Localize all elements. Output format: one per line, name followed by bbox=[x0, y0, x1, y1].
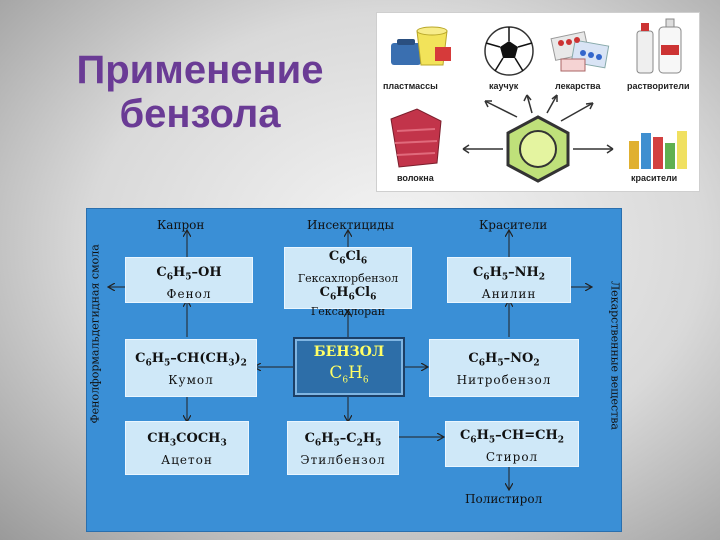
cumene-name: Кумол bbox=[168, 372, 214, 387]
box-acetone: CH3COCH3 Ацетон bbox=[125, 421, 249, 475]
applications-illustration bbox=[390, 18, 687, 183]
ethylbenzene-name: Этилбензол bbox=[300, 452, 386, 467]
title-line-2: бензола bbox=[119, 92, 281, 136]
styrene-formula: C6H5–CH=CH2 bbox=[459, 428, 565, 446]
label-insecticides: Инсектициды bbox=[307, 218, 395, 232]
nitrobenzene-name: Нитробензол bbox=[456, 372, 552, 387]
medicines-picture bbox=[550, 31, 610, 72]
phenol-name: Фенол bbox=[166, 286, 212, 301]
box-nitrobenzene: C6H5–NO2 Нитробензол bbox=[429, 339, 579, 397]
box-ethylbenzene: C6H5–C2H5 Этилбензол bbox=[287, 421, 399, 475]
box-aniline: C6H5–NH2 Анилин bbox=[447, 257, 571, 303]
plastics-picture bbox=[391, 26, 451, 66]
fibers-picture bbox=[390, 108, 442, 168]
title-line-1: Применение bbox=[76, 48, 324, 92]
box-hexachlor: C6Cl6 Гексахлорбензол C6H6Cl6 Гексахлора… bbox=[284, 247, 412, 318]
applications-panel: пластмассы каучук лекарства растворители… bbox=[376, 12, 700, 192]
hexachlorane-name: Гексахлоран bbox=[310, 305, 386, 319]
dyes-picture bbox=[629, 131, 687, 169]
label-plastics: пластмассы bbox=[383, 81, 438, 91]
label-medicinal-substances: Лекарственные вещества bbox=[608, 281, 622, 430]
ethylbenzene-formula: C6H5–C2H5 bbox=[304, 431, 382, 449]
styrene-name: Стирол bbox=[485, 449, 539, 464]
aniline-formula: C6H5–NH2 bbox=[472, 265, 546, 283]
acetone-name: Ацетон bbox=[161, 452, 213, 467]
label-fibers: волокна bbox=[397, 173, 434, 183]
application-arrows bbox=[462, 94, 614, 154]
scheme-connectors bbox=[87, 209, 621, 531]
label-solvents: растворители bbox=[627, 81, 690, 91]
box-cumene: C6H5–CH(CH3)2 Кумол bbox=[125, 339, 257, 397]
label-phenol-formaldehyde-resin: Фенолформальдегидная смола bbox=[88, 244, 102, 424]
label-dyes-scheme: Красители bbox=[479, 218, 548, 232]
benzene-ring-picture bbox=[506, 115, 570, 183]
label-rubber: каучук bbox=[489, 81, 519, 91]
box-benzene: БЕНЗОЛ C6H6 bbox=[293, 337, 405, 397]
hexachlorobenzene-name: Гексахлорбензол bbox=[297, 271, 399, 285]
benzene-formula: C6H6 bbox=[329, 363, 369, 386]
box-styrene: C6H5–CH=CH2 Стирол bbox=[445, 421, 579, 467]
hexachlorobenzene-formula: C6Cl6 bbox=[328, 249, 368, 267]
nitrobenzene-formula: C6H5–NO2 bbox=[468, 351, 540, 369]
benzene-scheme: Капрон Инсектициды Красители Полистирол … bbox=[86, 208, 622, 532]
phenol-formula: C6H5–OH bbox=[156, 265, 222, 283]
solvents-picture bbox=[636, 18, 682, 74]
slide-title: Применение бензола bbox=[40, 48, 360, 136]
rubber-picture bbox=[484, 26, 534, 76]
hexachlorane-formula: C6H6Cl6 bbox=[319, 284, 377, 303]
aniline-name: Анилин bbox=[481, 286, 537, 301]
box-phenol: C6H5–OH Фенол bbox=[125, 257, 253, 303]
label-dyes: красители bbox=[631, 173, 678, 183]
cumene-formula: C6H5–CH(CH3)2 bbox=[135, 351, 247, 369]
label-medicines: лекарства bbox=[555, 81, 601, 91]
acetone-formula: CH3COCH3 bbox=[147, 431, 227, 449]
label-kapron: Капрон bbox=[157, 218, 205, 232]
label-polystyrene: Полистирол bbox=[465, 492, 543, 506]
benzene-name: БЕНЗОЛ bbox=[313, 344, 385, 360]
